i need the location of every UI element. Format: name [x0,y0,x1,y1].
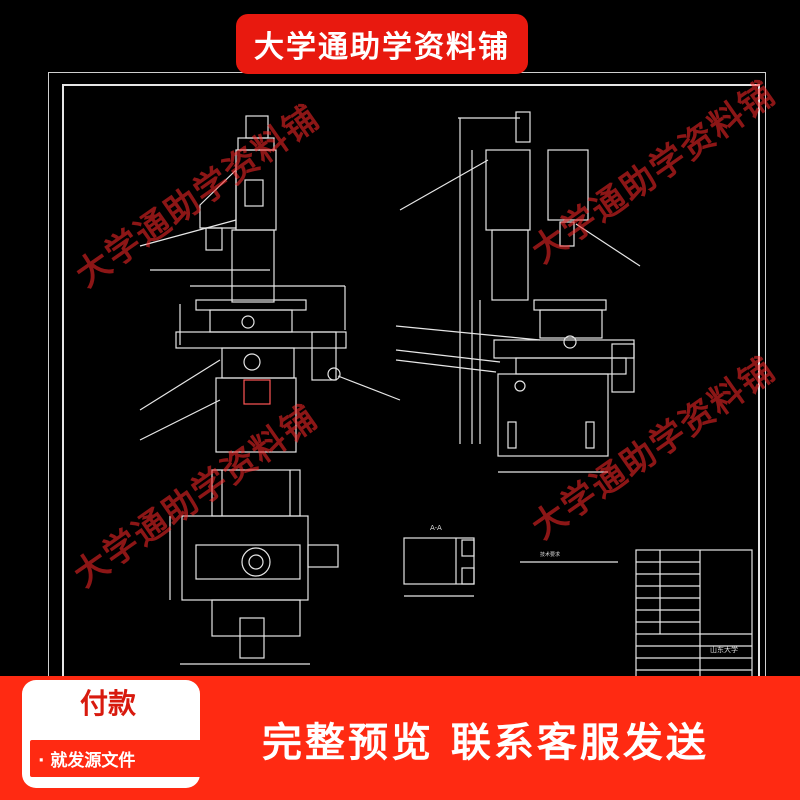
title-block-school: 山东大学 [710,645,738,654]
left-crossbar [175,331,347,349]
right-base [497,373,609,457]
left-rotary-table [209,309,293,333]
section-label: A-A [430,524,442,532]
payment-subtitle: · 就发源文件 [30,740,212,777]
title-block [635,549,753,681]
shop-banner: 大学通助学资料铺 [236,14,528,74]
right-column [491,229,529,301]
payment-title: 付款 [79,687,136,720]
footer-text: 完整预览 联系客服发送 [262,720,709,766]
right-head [485,149,531,231]
notes-title: 技术要求 [540,551,560,558]
left-top-view-table [181,515,309,601]
section-aa [403,537,475,585]
left-column [231,229,275,303]
left-base [215,377,297,453]
